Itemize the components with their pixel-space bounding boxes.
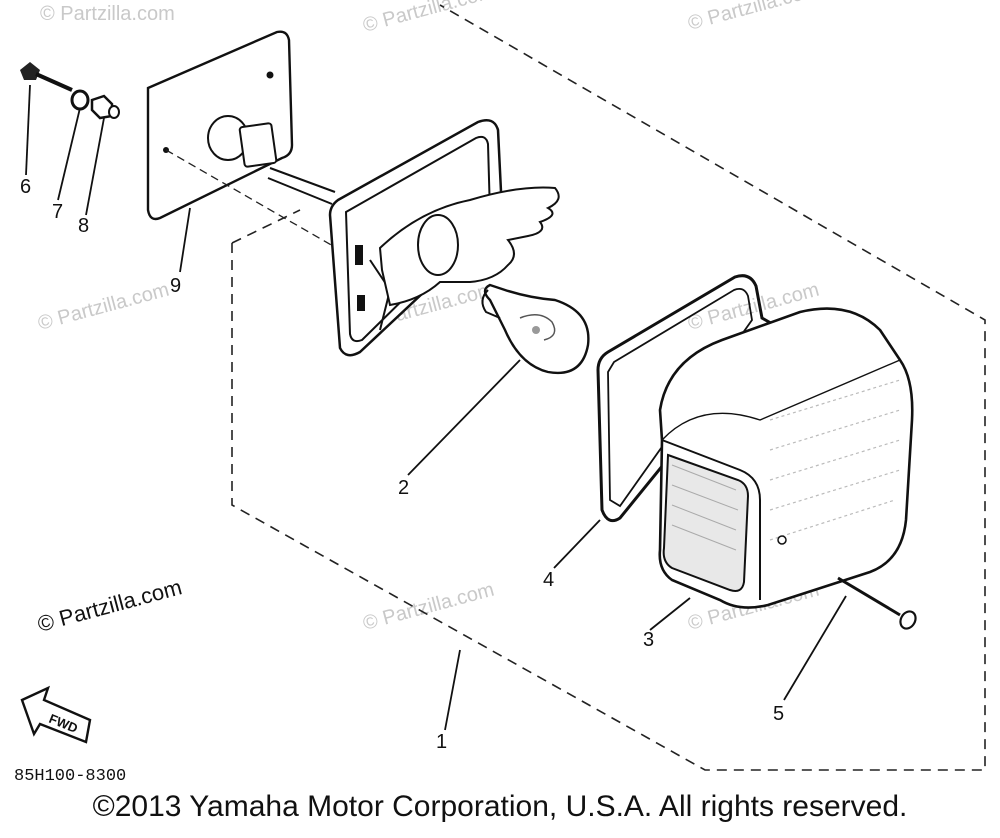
callout-3: 3 xyxy=(643,629,654,651)
assembly-dashed-edge xyxy=(231,209,301,244)
callout-2: 2 xyxy=(398,477,409,499)
callout-1: 1 xyxy=(436,731,447,753)
screw-part xyxy=(20,62,73,92)
alignment-dashed-line xyxy=(165,149,341,251)
lens-part xyxy=(658,307,914,609)
callout-8: 8 xyxy=(78,215,89,237)
watermark-bottom-center: © Partzilla.com xyxy=(361,579,497,635)
callout-4: 4 xyxy=(543,569,554,591)
bulb-part xyxy=(481,283,590,375)
watermark-top-right: © Partzilla.com xyxy=(686,0,822,35)
washer-part xyxy=(70,89,90,111)
watermark-dark: © Partzilla.com xyxy=(35,574,185,637)
gasket-part xyxy=(596,274,779,523)
callout-5: 5 xyxy=(773,703,784,725)
reflector-part xyxy=(378,186,560,307)
watermark-mid-left: © Partzilla.com xyxy=(36,279,172,335)
callout-9: 9 xyxy=(170,275,181,297)
reflector-socket-hole xyxy=(417,214,459,276)
watermark-top-center: © Partzilla.com xyxy=(361,0,497,37)
assembly-dashed-outline xyxy=(231,4,986,771)
watermark-top-left: © Partzilla.com xyxy=(40,3,175,25)
callout-7: 7 xyxy=(52,201,63,223)
callout-6: 6 xyxy=(20,176,31,198)
fwd-arrow-icon: FWD xyxy=(20,685,92,744)
long-screw-part xyxy=(837,576,917,630)
diagram-code: 85H100-8300 xyxy=(14,767,126,786)
nut-part xyxy=(90,94,120,120)
copyright-notice: ©2013 Yamaha Motor Corporation, U.S.A. A… xyxy=(92,790,908,823)
leader-lines xyxy=(25,84,847,731)
base-plate-part xyxy=(146,30,336,221)
